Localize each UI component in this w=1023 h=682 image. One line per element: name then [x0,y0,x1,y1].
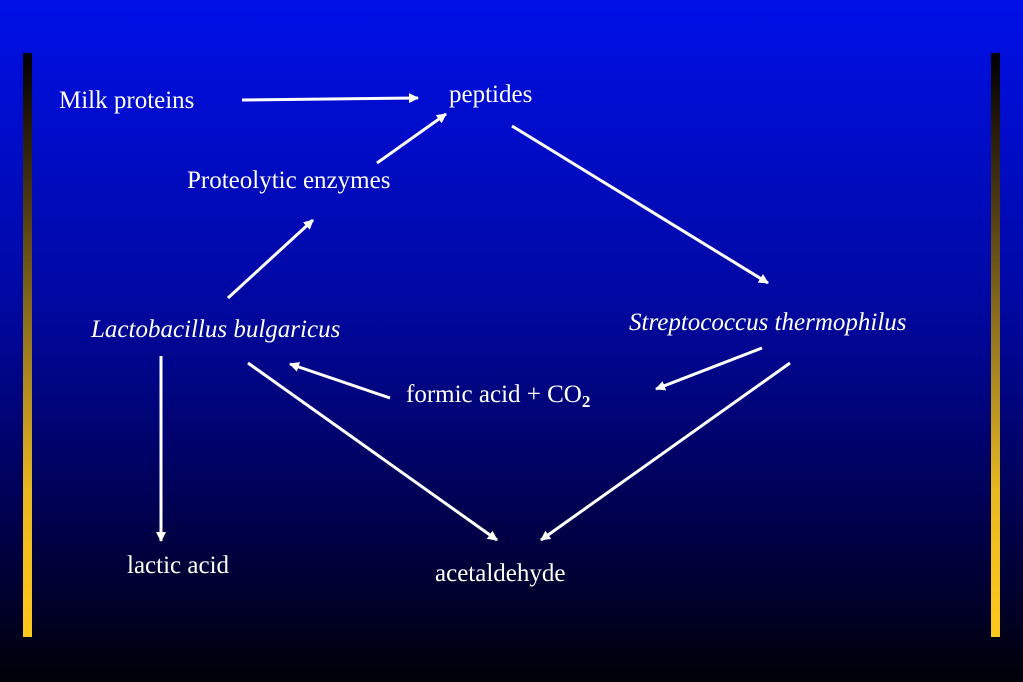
node-lactobacillus-bulgaricus: Lactobacillus bulgaricus [91,316,341,343]
co2-subscript: 2 [581,392,591,411]
arrow-enzymes-to-peptides [376,112,447,165]
arrow-formic-to-lactobacillus [289,362,391,400]
left-accent-bar [23,53,32,637]
arrow-milk-to-peptides [241,93,419,104]
node-milk-proteins: Milk proteins [59,87,195,114]
right-accent-bar [991,53,1000,637]
node-streptococcus-thermophilus: Streptococcus thermophilus [629,309,907,336]
node-lactic-acid: lactic acid [127,552,230,579]
arrow-lactobacillus-to-enzymes [226,218,315,300]
arrow-peptides-to-streptococcus [511,124,769,285]
arrow-streptococcus-to-formic [655,346,763,391]
arrow-streptococcus-to-acetaldehyde [540,361,791,542]
formic-acid-text: formic acid + CO [406,381,582,408]
node-proteolytic-enzymes: Proteolytic enzymes [187,167,391,194]
node-peptides: peptides [449,81,533,108]
node-acetaldehyde: acetaldehyde [435,560,566,587]
arrow-lactobacillus-to-acetaldehyde [247,361,498,542]
node-formic-acid-co2: formic acid + CO2 [406,380,590,410]
